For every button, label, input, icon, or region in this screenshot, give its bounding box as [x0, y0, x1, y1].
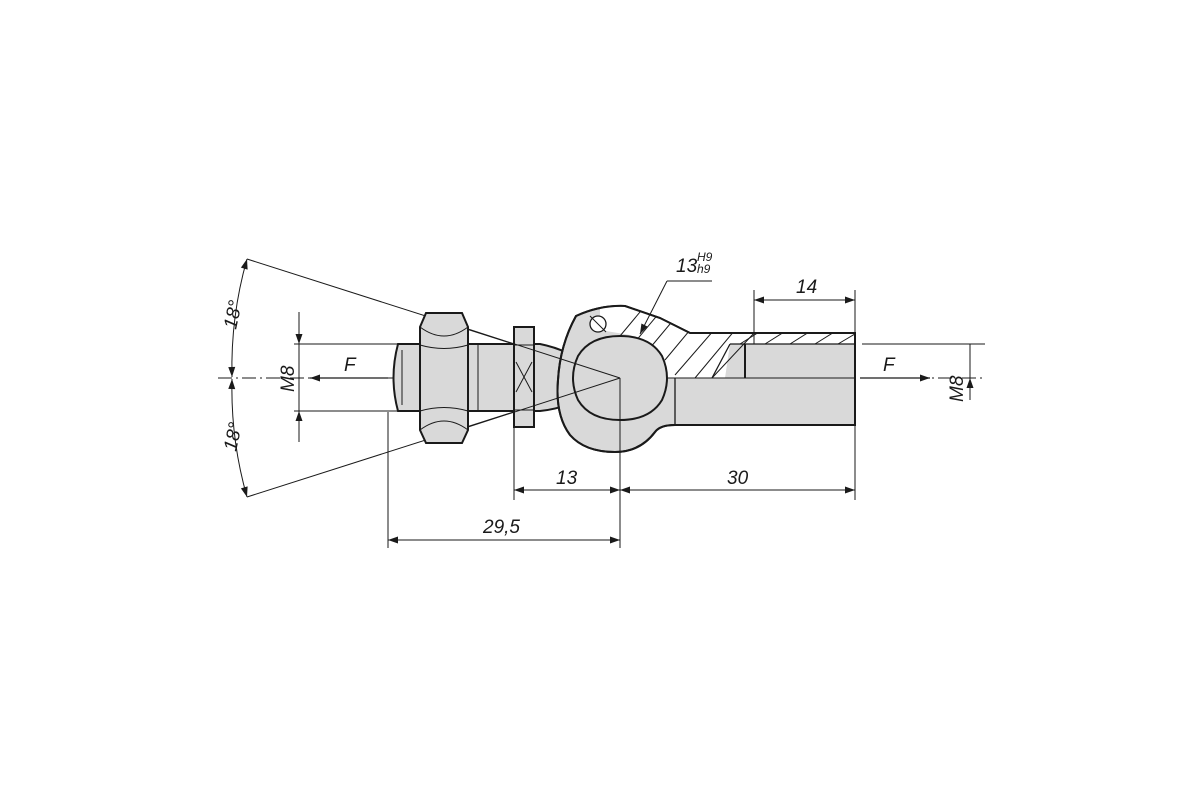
thread-label-left: M8: [278, 365, 299, 392]
thread-dimension-right: [862, 343, 985, 400]
socket-outline: [556, 304, 856, 454]
thread-dimension-left: [294, 312, 415, 442]
dimension-thread-depth-label: 14: [796, 277, 817, 298]
bore-fit-value: 13: [676, 256, 698, 277]
bore-fit-hole-tolerance: H9: [697, 250, 713, 264]
threaded-stud: [392, 343, 421, 412]
retaining-hole: [589, 315, 607, 333]
dimension-stud-length-label: 29,5: [482, 517, 520, 538]
force-label-left: F: [344, 355, 357, 376]
bore-fit-leader: [639, 280, 712, 335]
angle-ray-overlay: [467, 328, 621, 428]
washer: [513, 326, 535, 428]
dimension-thread-depth: [753, 290, 856, 344]
angle-label-upper: 18°: [220, 298, 247, 331]
dimension-socket-length-label: 30: [727, 468, 749, 489]
threaded-bore: [668, 343, 855, 379]
bore-fit-shaft-tolerance: h9: [697, 262, 711, 276]
hex-nut: [419, 312, 469, 444]
force-label-right: F: [883, 355, 896, 376]
stud-shank: [467, 343, 515, 412]
thread-label-right: M8: [947, 375, 968, 402]
dimension-ball-offset-label: 13: [556, 468, 578, 489]
angle-label-lower: 18°: [220, 420, 247, 453]
angle-dimension-arc: [228, 258, 248, 498]
